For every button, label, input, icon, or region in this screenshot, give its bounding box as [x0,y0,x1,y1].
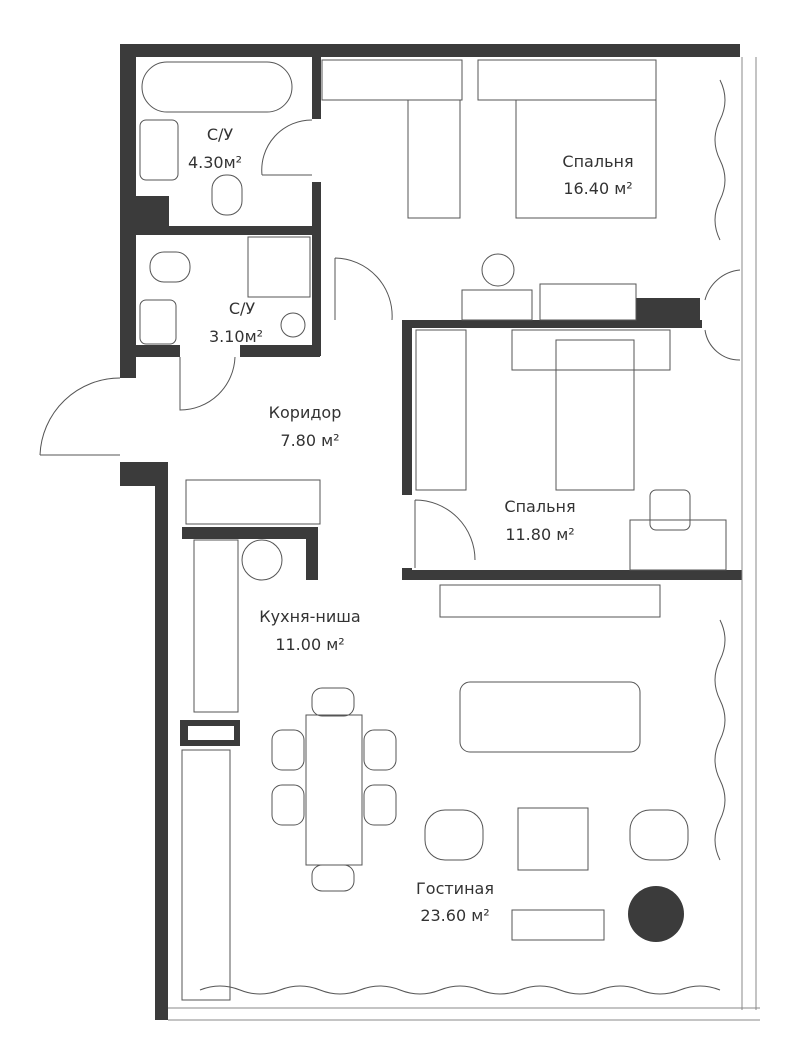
room-name: Гостиная [416,879,494,898]
dresser [539,283,637,321]
coffee-table [517,807,589,871]
armchair [629,809,689,861]
desk [629,519,727,571]
armchair [424,809,484,861]
sink [139,119,179,181]
wardrobe [321,59,463,101]
windows [168,57,760,1021]
furniture [139,59,727,1001]
headboard [477,59,657,101]
room-name: Спальня [504,497,575,516]
bathtub [141,61,293,113]
room-name: С/У [207,125,234,144]
bed [515,99,657,219]
plant [628,886,684,942]
radiator [439,584,661,618]
hob [241,539,283,581]
wardrobe [407,99,461,219]
dining-table [305,714,363,866]
desk [461,289,533,321]
room-name: Кухня-ниша [259,607,360,626]
room-area: 23.60 м² [420,906,489,925]
toilet [149,251,191,283]
washing-machine [280,312,306,338]
room-area: 3.10м² [209,327,263,346]
room-area: 4.30м² [188,153,242,172]
doors [39,119,741,568]
wardrobe [415,329,467,491]
room-area: 16.40 м² [563,179,632,198]
shower [247,236,311,298]
room-area: 7.80 м² [280,431,339,450]
walls [120,44,742,1020]
sink [139,299,177,345]
sofa [459,681,641,753]
stool [481,253,515,287]
kitchen-counter [193,539,239,713]
bed [555,339,635,491]
chair [649,489,691,531]
room-name: С/У [229,299,256,318]
room-area: 11.00 м² [275,635,344,654]
room-area: 11.80 м² [505,525,574,544]
toilet [211,174,243,216]
hanger-rack [185,479,321,525]
headboard [511,329,671,371]
room-name: Спальня [562,152,633,171]
tv-stand [511,909,605,941]
room-name: Коридор [269,403,342,422]
room-labels: С/У 4.30м² Спальня 16.40 м² С/У 3.10м² К… [188,125,634,925]
kitchen-unit [181,749,231,1001]
